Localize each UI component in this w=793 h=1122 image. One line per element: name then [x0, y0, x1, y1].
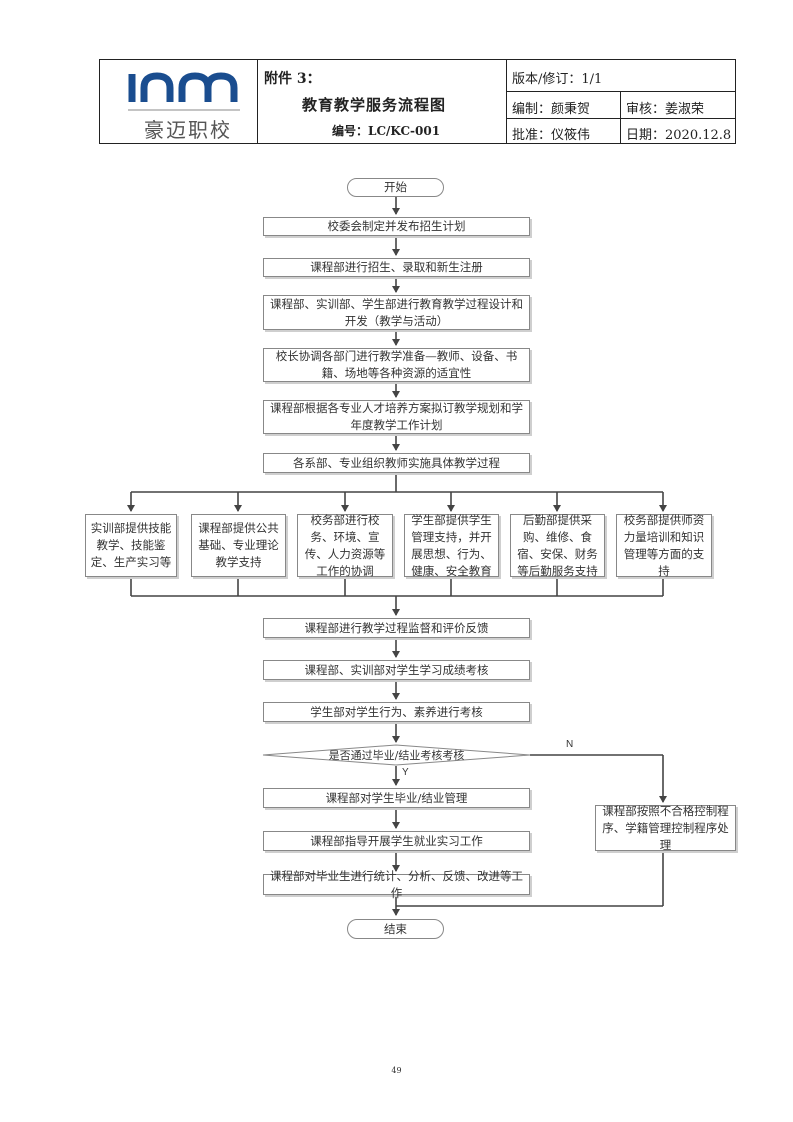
support-curriculum-dept: 课程部提供公共基础、专业理论教学支持 [191, 514, 286, 577]
step-design-development: 课程部、实训部、学生部进行教育教学过程设计和开发（教学与活动） [263, 295, 530, 330]
yes-label: Y [402, 767, 409, 778]
support-logistics-dept: 后勤部提供采购、维修、食宿、安保、财务等后勤服务支持 [510, 513, 605, 578]
support-affairs-coordination: 校务部进行校务、环境、宣传、人力资源等工作的协调 [297, 513, 393, 578]
step-enrollment-registration: 课程部进行招生、录取和新生注册 [263, 258, 530, 277]
editor-cell: 编制：颜秉贺 [512, 102, 591, 117]
step-employment-internship: 课程部指导开展学生就业实习工作 [263, 831, 530, 851]
attachment-label: 附件 3： [264, 71, 321, 87]
no-label: N [566, 739, 574, 750]
school-logo: 豪迈职校 [118, 70, 258, 142]
step-supervision-feedback: 课程部进行教学过程监督和评价反馈 [263, 618, 530, 638]
step-grade-assessment: 课程部、实训部对学生学习成绩考核 [263, 660, 530, 680]
step-implement-teaching: 各系部、专业组织教师实施具体教学过程 [263, 453, 530, 473]
logo-text: 豪迈职校 [144, 118, 232, 142]
step-teaching-preparation: 校长协调各部门进行教学准备—教师、设备、书籍、场地等各种资源的适宜性 [263, 348, 530, 382]
step-enrollment-plan: 校委会制定并发布招生计划 [263, 217, 530, 236]
support-training-dept: 实训部提供技能教学、技能鉴定、生产实习等 [85, 514, 177, 577]
version-cell: 版本/修订：1/1 [512, 72, 603, 87]
header-table: 豪迈职校 附件 3： 教育教学服务流程图 编号：LC/KC-001 版本/修订：… [99, 59, 736, 144]
document-title: 教育教学服务流程图 [302, 96, 447, 114]
start-node: 开始 [347, 178, 444, 197]
approver-cell: 批准：仪筱伟 [512, 128, 591, 143]
step-nonconformity-handling: 课程部按照不合格控制程序、学籍管理控制程序处理 [595, 804, 736, 852]
date-cell: 日期：2020.12.8 [626, 128, 732, 143]
step-graduate-analysis: 课程部对毕业生进行统计、分析、反馈、改进等工作 [263, 869, 530, 900]
support-student-dept: 学生部提供学生管理支持，并开展思想、行为、健康、安全教育 [404, 513, 499, 578]
document-code: 编号：LC/KC-001 [332, 124, 441, 138]
decision-diamond [262, 744, 531, 766]
support-faculty-training: 校务部提供师资力量培训和知识管理等方面的支持 [616, 513, 712, 578]
end-node: 结束 [347, 919, 444, 939]
step-behavior-assessment: 学生部对学生行为、素养进行考核 [263, 702, 530, 722]
page-number: 49 [391, 1066, 402, 1075]
step-graduation-management: 课程部对学生毕业/结业管理 [263, 788, 530, 808]
decision-label: 是否通过毕业/结业考核考核 [328, 748, 465, 762]
reviewer-cell: 审核：姜淑荣 [626, 102, 705, 117]
step-teaching-plan: 课程部根据各专业人才培养方案拟订教学规划和学年度教学工作计划 [263, 400, 530, 434]
